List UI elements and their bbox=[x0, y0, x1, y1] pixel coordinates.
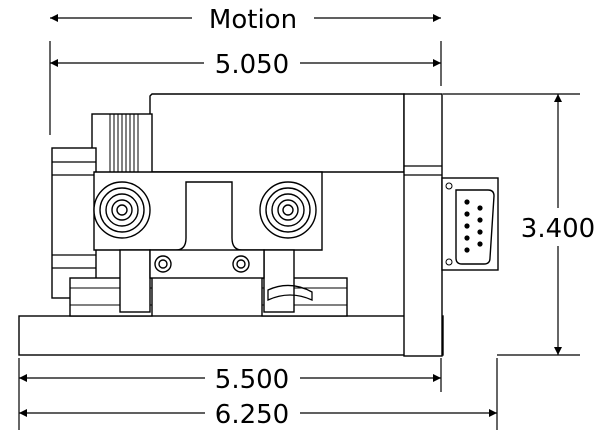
height-value: 3.400 bbox=[521, 214, 595, 244]
base-plate bbox=[18, 315, 444, 356]
db9-connector-icon bbox=[441, 177, 499, 271]
end-plate bbox=[403, 93, 443, 357]
width-top-value: 5.050 bbox=[215, 50, 289, 80]
screw-right bbox=[232, 255, 250, 273]
left-end-block bbox=[51, 147, 97, 299]
guide-block-left bbox=[119, 249, 151, 313]
bearing-wheel-right bbox=[259, 181, 317, 239]
bearing-wheel-left bbox=[93, 181, 151, 239]
guide-block-right bbox=[263, 249, 295, 313]
width-base-value: 5.500 bbox=[215, 365, 289, 395]
motor-housing bbox=[149, 93, 405, 173]
height-dimension: 3.400 bbox=[443, 93, 595, 356]
width-overall-dimension: 6.250 bbox=[19, 358, 498, 430]
width-top-dimension: 5.050 bbox=[49, 41, 442, 135]
actuator-assembly bbox=[18, 93, 499, 357]
width-base-dimension: 5.500 bbox=[18, 358, 442, 430]
width-overall-value: 6.250 bbox=[215, 400, 289, 430]
screw-left bbox=[154, 255, 172, 273]
motion-label: Motion bbox=[209, 5, 297, 35]
motion-dimension: Motion bbox=[50, 5, 441, 35]
